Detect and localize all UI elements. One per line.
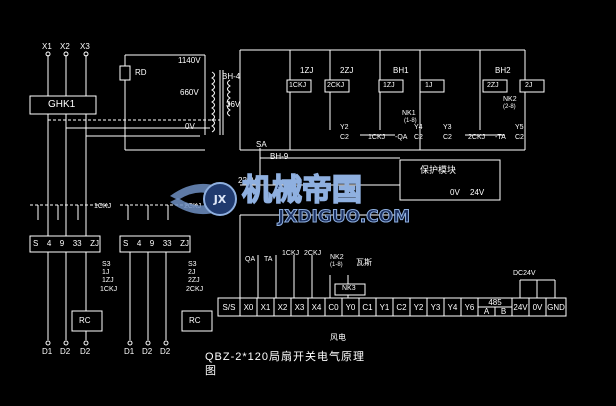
plc-cell-label: Y1 [380, 303, 390, 312]
plc-cell-label: GND [547, 303, 565, 312]
plc-cell-label: Y3 [431, 303, 441, 312]
plc-cell-label: C2 [396, 303, 407, 312]
plc-cell-label: X4 [312, 303, 322, 312]
plc-cell-label: C0 [328, 303, 339, 312]
plc-cell-label: 24V [513, 303, 528, 312]
plc-485-b: B [501, 307, 506, 316]
plc-cell-box [545, 297, 567, 317]
plc-cell-label: Y6 [465, 303, 475, 312]
plc-cell-label: X2 [278, 303, 288, 312]
plc-cell-label: 485 [488, 298, 502, 307]
plc-cell-label: C1 [362, 303, 373, 312]
plc-cell-label: X1 [261, 303, 271, 312]
plc-cell-label: Y0 [346, 303, 356, 312]
plc-cell-label: Y2 [414, 303, 424, 312]
plc-cell-label: S/S [223, 303, 236, 312]
plc-cell-label: X0 [244, 303, 254, 312]
plc-cell-label: Y4 [448, 303, 458, 312]
plc-485-a: A [484, 307, 490, 316]
plc-cell-label: 0V [533, 303, 543, 312]
plc-cell-label: X3 [295, 303, 305, 312]
